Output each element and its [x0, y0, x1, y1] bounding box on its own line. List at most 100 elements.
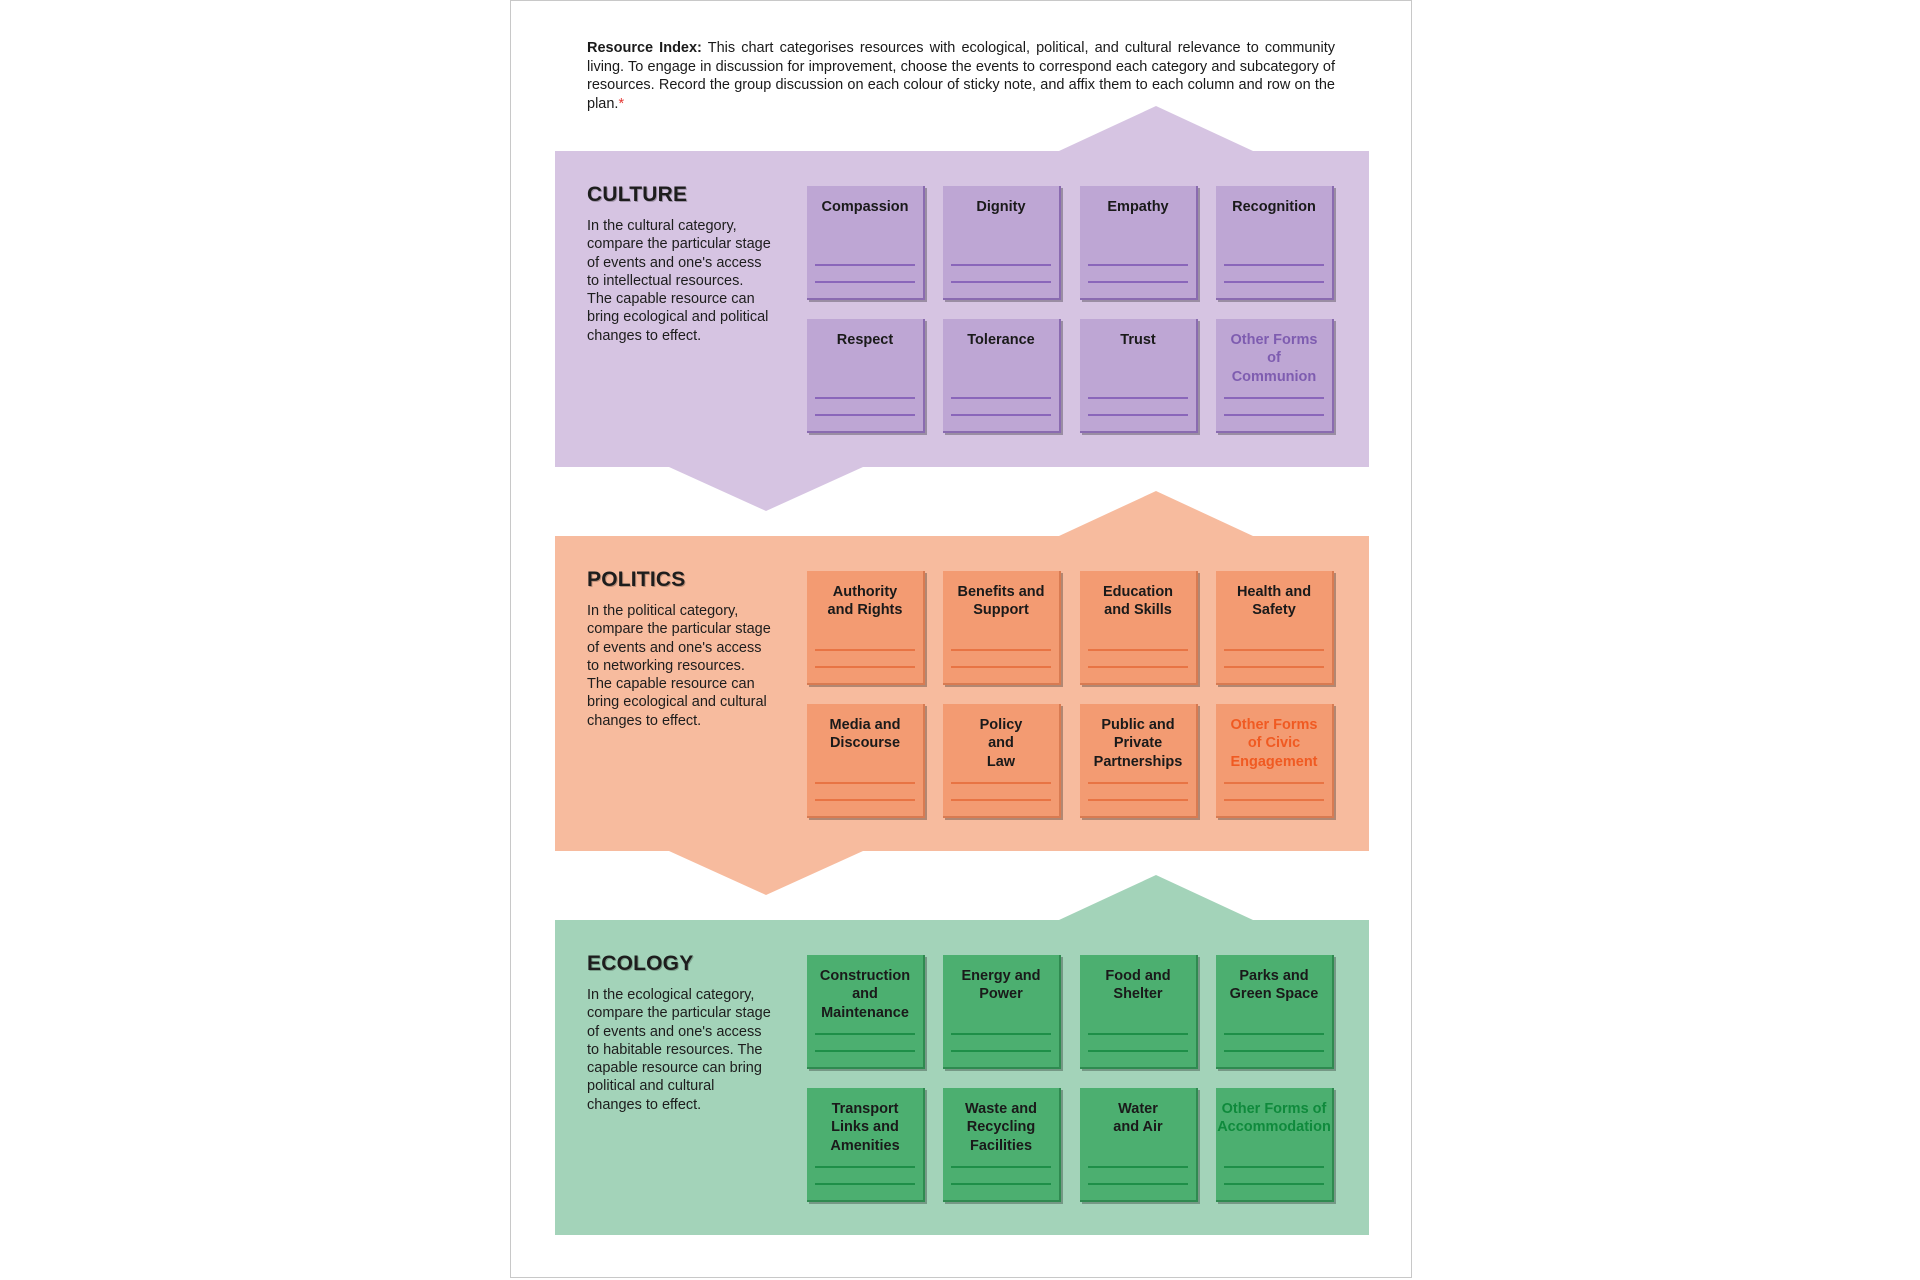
sticky-note-card[interactable]: Policy and Law	[943, 704, 1061, 818]
sticky-note-card[interactable]: Water and Air	[1080, 1088, 1198, 1202]
write-line	[1088, 281, 1188, 283]
write-line	[815, 782, 915, 784]
intro-text: This chart categorises resources with ec…	[587, 40, 1335, 112]
write-line	[815, 397, 915, 399]
sticky-note-card[interactable]: Waste and Recycling Facilities	[943, 1088, 1061, 1202]
card-label: Recognition	[1232, 199, 1316, 215]
sticky-note-card[interactable]: Tolerance	[943, 319, 1061, 433]
write-line	[1224, 264, 1324, 266]
sticky-note-card-other[interactable]: Other Forms of Communion	[1216, 319, 1334, 433]
section-description: In the political category, compare the p…	[587, 603, 771, 729]
resource-index-sheet: Resource Index: This chart categorises r…	[510, 0, 1412, 1278]
write-line	[1088, 414, 1188, 416]
write-line	[815, 1183, 915, 1185]
write-line	[1088, 397, 1188, 399]
sticky-note-card[interactable]: Authority and Rights	[807, 571, 925, 685]
card-label: Health and Safety	[1236, 584, 1312, 619]
card-label: Other Forms of Accommodation	[1217, 1101, 1331, 1136]
write-line	[1088, 1183, 1188, 1185]
sticky-note-card[interactable]: Health and Safety	[1216, 571, 1334, 685]
write-line	[815, 1033, 915, 1035]
card-label: Transport Links and Amenities	[830, 1101, 900, 1154]
sticky-note-card[interactable]: Empathy	[1080, 186, 1198, 300]
write-line	[1224, 1033, 1324, 1035]
sticky-note-card[interactable]: Education and Skills	[1080, 571, 1198, 685]
sticky-note-card[interactable]: Media and Discourse	[807, 704, 925, 818]
write-line	[815, 649, 915, 651]
sticky-note-card-other[interactable]: Other Forms of Accommodation	[1216, 1088, 1334, 1202]
sticky-note-card[interactable]: Recognition	[1216, 186, 1334, 300]
card-label: Education and Skills	[1102, 584, 1174, 619]
card-label: Policy and Law	[979, 717, 1023, 770]
write-line	[1088, 264, 1188, 266]
sticky-note-card[interactable]: Compassion	[807, 186, 925, 300]
write-line	[815, 1050, 915, 1052]
write-line	[1088, 666, 1188, 668]
card-label: Dignity	[976, 199, 1026, 215]
card-label: Parks and Green Space	[1229, 968, 1319, 1003]
sticky-note-card[interactable]: Dignity	[943, 186, 1061, 300]
section-title: CULTURE	[587, 183, 688, 206]
card-label: Respect	[836, 332, 894, 348]
sticky-note-card[interactable]: Food and Shelter	[1080, 955, 1198, 1069]
write-line	[815, 666, 915, 668]
write-line	[1224, 1166, 1324, 1168]
write-line	[1088, 782, 1188, 784]
write-line	[1088, 1050, 1188, 1052]
write-line	[951, 782, 1051, 784]
write-line	[1224, 281, 1324, 283]
write-line	[951, 799, 1051, 801]
sticky-note-card[interactable]: Respect	[807, 319, 925, 433]
card-label: Tolerance	[967, 332, 1035, 348]
card-label: Benefits and Support	[957, 584, 1045, 619]
section-description: In the cultural category, compare the pa…	[587, 218, 771, 344]
write-line	[951, 649, 1051, 651]
write-line	[1224, 397, 1324, 399]
card-label: Other Forms of Communion	[1230, 332, 1318, 385]
write-line	[1224, 649, 1324, 651]
intro-lead: Resource Index:	[587, 40, 702, 56]
write-line	[1224, 666, 1324, 668]
write-line	[951, 1033, 1051, 1035]
write-line	[951, 1183, 1051, 1185]
write-line	[1224, 782, 1324, 784]
card-label: Waste and Recycling Facilities	[965, 1101, 1037, 1154]
card-label: Water and Air	[1113, 1101, 1163, 1136]
write-line	[951, 1050, 1051, 1052]
write-line	[1088, 799, 1188, 801]
write-line	[1088, 1166, 1188, 1168]
write-line	[815, 414, 915, 416]
sticky-note-card-other[interactable]: Other Forms of Civic Engagement	[1216, 704, 1334, 818]
sticky-note-card[interactable]: Construction and Maintenance	[807, 955, 925, 1069]
write-line	[951, 397, 1051, 399]
write-line	[1224, 799, 1324, 801]
write-line	[1224, 1050, 1324, 1052]
card-label: Media and Discourse	[829, 717, 901, 752]
card-label: Food and Shelter	[1105, 968, 1171, 1003]
sticky-note-card[interactable]: Public and Private Partnerships	[1080, 704, 1198, 818]
write-line	[1088, 649, 1188, 651]
sticky-note-card[interactable]: Trust	[1080, 319, 1198, 433]
write-line	[1224, 1183, 1324, 1185]
write-line	[951, 264, 1051, 266]
sticky-note-card[interactable]: Transport Links and Amenities	[807, 1088, 925, 1202]
card-label: Compassion	[821, 199, 909, 215]
intro-asterisk: *	[618, 95, 625, 112]
write-line	[815, 799, 915, 801]
write-line	[815, 1166, 915, 1168]
write-line	[815, 281, 915, 283]
card-label: Empathy	[1107, 199, 1169, 215]
write-line	[951, 414, 1051, 416]
sticky-note-card[interactable]: Energy and Power	[943, 955, 1061, 1069]
sticky-note-card[interactable]: Parks and Green Space	[1216, 955, 1334, 1069]
card-label: Trust	[1120, 332, 1156, 348]
intro-paragraph: Resource Index: This chart categorises r…	[587, 39, 1335, 113]
sticky-note-card[interactable]: Benefits and Support	[943, 571, 1061, 685]
card-label: Authority and Rights	[827, 584, 903, 619]
write-line	[815, 264, 915, 266]
section-title: POLITICS	[587, 568, 686, 591]
write-line	[951, 281, 1051, 283]
card-label: Construction and Maintenance	[819, 968, 911, 1021]
card-label: Energy and Power	[961, 968, 1041, 1003]
write-line	[951, 1166, 1051, 1168]
